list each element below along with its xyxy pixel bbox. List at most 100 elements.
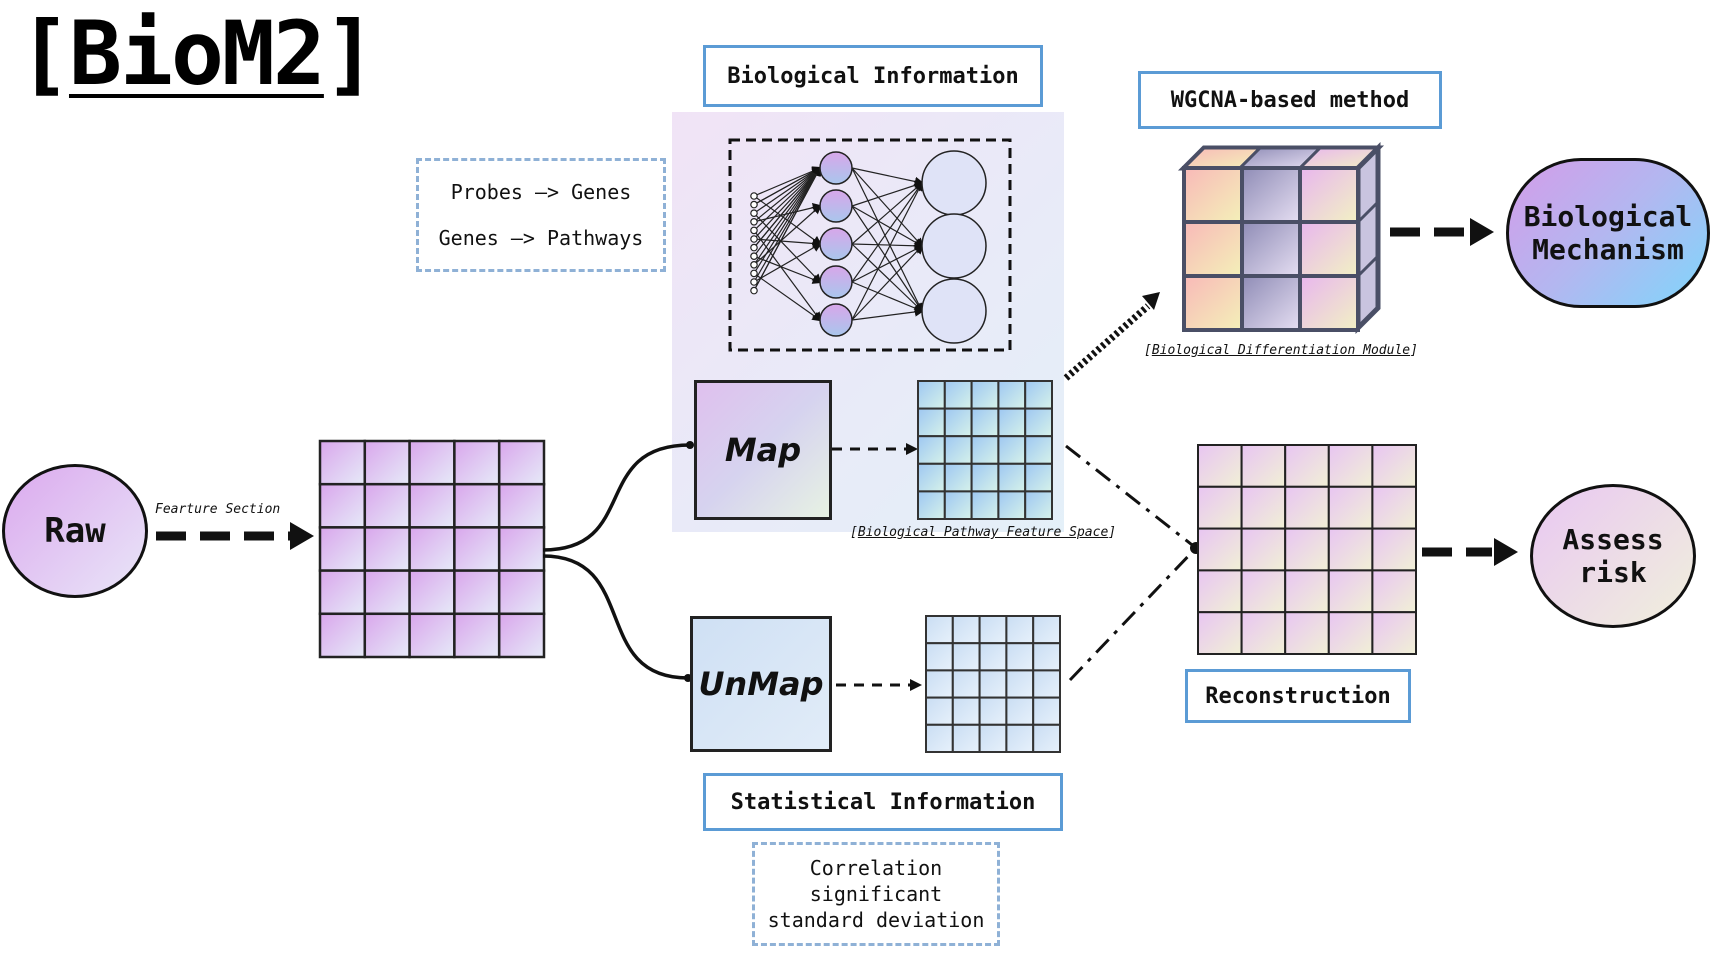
stat-grid-cell bbox=[1005, 723, 1035, 753]
stat-grid-cell bbox=[925, 723, 954, 753]
pathway-to-reconstruction-line bbox=[1065, 444, 1197, 550]
nn-hidden-node bbox=[819, 151, 853, 185]
raw-node: Raw bbox=[2, 464, 148, 598]
reconstruction-grid-cell bbox=[1327, 444, 1374, 488]
nn-edge bbox=[851, 180, 925, 207]
stat-grid-cell bbox=[1005, 615, 1035, 645]
cube-cell bbox=[1298, 220, 1360, 278]
feature-grid-cell bbox=[453, 526, 501, 572]
nn-edge bbox=[753, 272, 822, 322]
reconstruction-grid-cell bbox=[1197, 485, 1243, 530]
reconstruction-grid-cell bbox=[1327, 611, 1374, 656]
nn-edge bbox=[753, 165, 822, 291]
risk-line2: risk bbox=[1579, 556, 1647, 589]
cube-cell bbox=[1240, 274, 1302, 332]
reconstruction-grid-cell bbox=[1371, 569, 1418, 614]
nn-input-node bbox=[750, 218, 758, 226]
feature-grid-cell bbox=[408, 612, 456, 659]
stat-note-sd: standard deviation bbox=[767, 908, 985, 932]
feature-grid-cell bbox=[497, 569, 546, 616]
nn-edge bbox=[851, 167, 925, 187]
nn-edge bbox=[753, 165, 822, 274]
pathway-to-cube-arrow bbox=[1063, 292, 1160, 381]
pathway-grid-cell bbox=[943, 407, 973, 438]
nn-input-node bbox=[750, 252, 758, 261]
feature-grid-cell bbox=[497, 439, 546, 486]
reconstruction-grid-cell bbox=[1284, 444, 1330, 488]
stat-grid-cell bbox=[925, 642, 954, 672]
feature-grid-cell bbox=[363, 439, 411, 486]
stat-grid-cell bbox=[925, 615, 954, 645]
stat-grid-cell bbox=[978, 723, 1008, 753]
cube-cell bbox=[1240, 220, 1302, 278]
feature-grid-cell bbox=[408, 439, 456, 486]
feature-grid-cell bbox=[453, 612, 501, 659]
feature-grid-cell bbox=[408, 569, 456, 616]
pathway-grid-cell bbox=[943, 435, 973, 465]
nn-output-node bbox=[921, 150, 987, 216]
stat-grid-cell bbox=[1005, 669, 1035, 699]
feature-grid-cell bbox=[318, 526, 367, 572]
feature-grid-cell bbox=[453, 482, 501, 529]
stat-grid-cell bbox=[978, 696, 1008, 726]
neural-network-diagram bbox=[728, 138, 1012, 352]
nn-edge bbox=[851, 205, 925, 248]
nn-input-node bbox=[750, 243, 758, 252]
cube-to-mechanism-arrow bbox=[1390, 218, 1494, 246]
map-box: Map bbox=[694, 380, 832, 520]
stat-grid-cell bbox=[1005, 696, 1035, 726]
feature-grid-cell bbox=[453, 569, 501, 616]
pathway-grid-cell bbox=[917, 435, 946, 465]
curve-to-unmap bbox=[542, 554, 689, 680]
nn-input-node bbox=[750, 235, 758, 243]
nn-hidden-node bbox=[819, 303, 853, 337]
nn-edge bbox=[753, 166, 822, 266]
pathway-grid-cell bbox=[970, 380, 1000, 410]
feature-grid-cell bbox=[363, 569, 411, 616]
reconstruction-grid-cell bbox=[1284, 611, 1330, 656]
assess-risk-node: Assess risk bbox=[1530, 484, 1696, 628]
pathway-grid-cell bbox=[970, 490, 1000, 520]
nn-edge bbox=[851, 181, 924, 245]
cube-cell bbox=[1182, 166, 1244, 224]
reconstruction-grid-cell bbox=[1371, 527, 1418, 572]
pathway-grid-cell bbox=[997, 380, 1027, 410]
feature-grid-cell bbox=[497, 612, 546, 659]
pathway-grid-cell bbox=[970, 435, 1000, 465]
feature-grid-cell bbox=[497, 526, 546, 572]
stat-grid-cell bbox=[1032, 615, 1061, 645]
pathway-grid-cell bbox=[997, 462, 1027, 493]
pathway-feature-grid bbox=[917, 380, 1053, 520]
nn-edge bbox=[851, 205, 924, 313]
reconstruction-grid-cell bbox=[1371, 611, 1418, 656]
nn-edge bbox=[753, 166, 822, 223]
reconstruction-grid-cell bbox=[1240, 485, 1287, 530]
cube-cell bbox=[1298, 166, 1360, 224]
pathway-grid-cell bbox=[917, 462, 946, 493]
pathway-grid-cell bbox=[917, 490, 946, 520]
nn-edge bbox=[753, 166, 822, 248]
feature-grid-cell bbox=[363, 526, 411, 572]
risk-line1: Assess bbox=[1562, 523, 1664, 556]
statistical-notes-box: Correlation significant standard deviati… bbox=[752, 842, 1000, 946]
nn-edge bbox=[753, 166, 823, 206]
nn-edge bbox=[753, 203, 823, 223]
reconstruction-grid-cell bbox=[1284, 527, 1330, 572]
mechanism-line1: Biological bbox=[1523, 200, 1693, 233]
nn-edge bbox=[753, 238, 823, 249]
nn-hidden-node bbox=[819, 189, 853, 223]
stat-grid-cell bbox=[1032, 669, 1061, 699]
reconstruction-grid-cell bbox=[1240, 611, 1287, 656]
nn-edge bbox=[753, 242, 823, 283]
nn-edge bbox=[851, 244, 925, 283]
stat-grid-cell bbox=[978, 642, 1008, 672]
cube-cell bbox=[1182, 220, 1244, 278]
nn-hidden-node bbox=[819, 265, 853, 299]
nn-input-node bbox=[750, 192, 758, 200]
reconstruction-grid-cell bbox=[1327, 485, 1374, 530]
mechanism-line2: Mechanism bbox=[1532, 233, 1684, 266]
nn-input-node bbox=[750, 260, 758, 269]
pathway-space-caption: [Biological Pathway Feature Space] bbox=[850, 525, 1117, 540]
reconstruction-grid-cell bbox=[1197, 527, 1243, 572]
stat-grid-cell bbox=[978, 669, 1008, 699]
